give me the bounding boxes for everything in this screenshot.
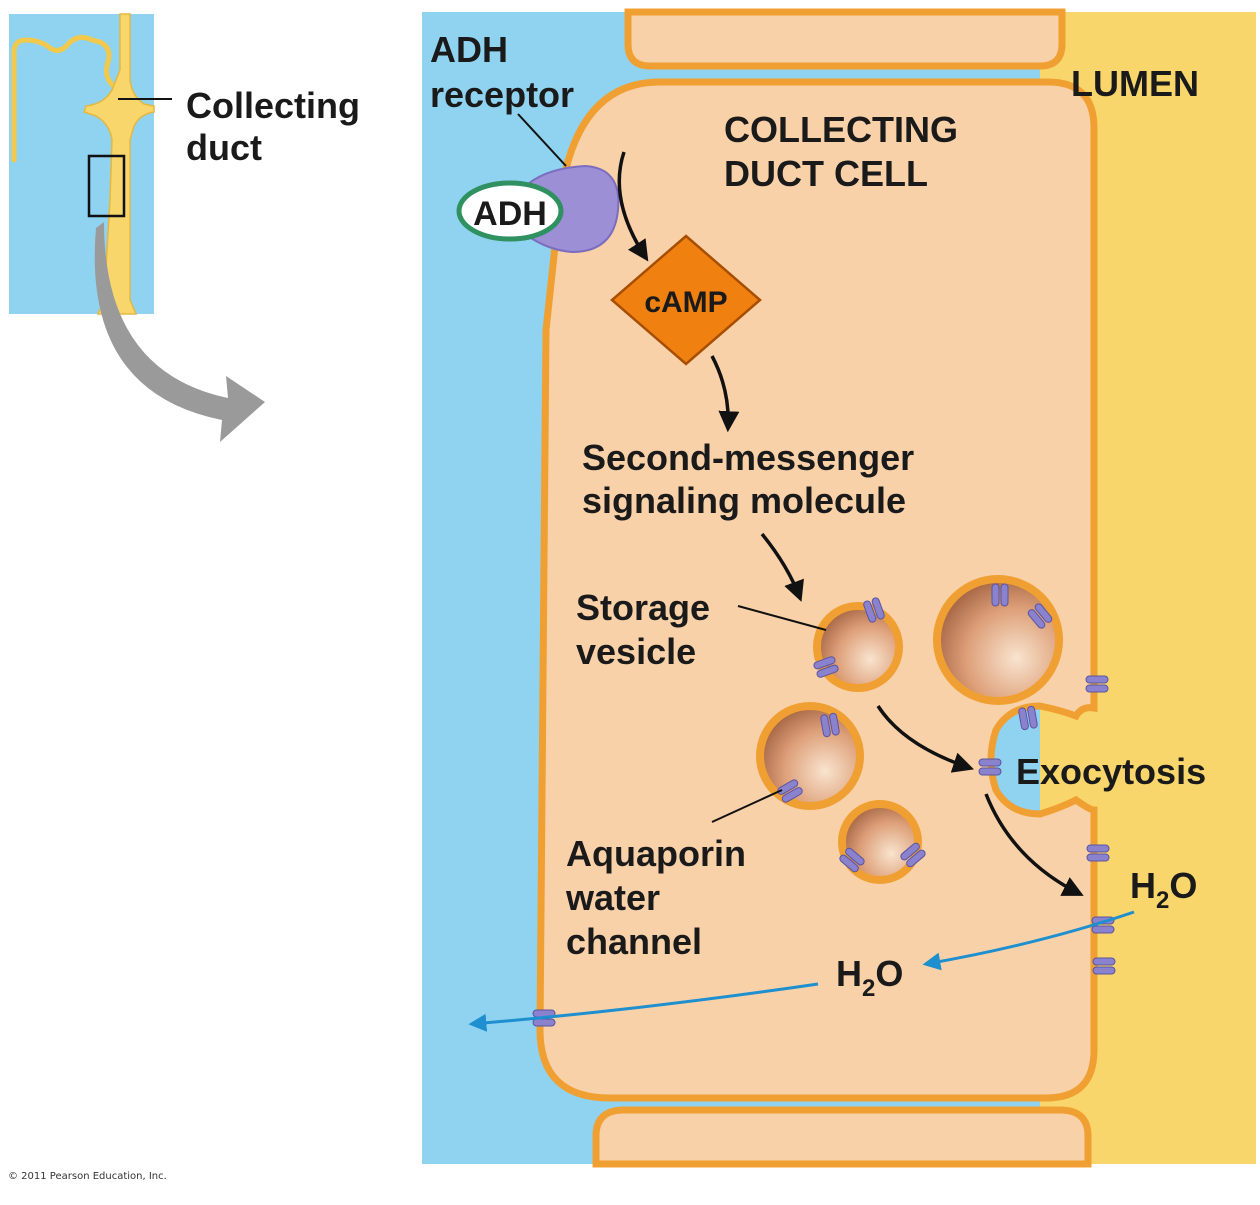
- copyright-notice: © 2011 Pearson Education, Inc.: [8, 1171, 167, 1182]
- adh-receptor-label-line1: ADH: [430, 29, 508, 70]
- aquaporin-label-line2: water: [565, 877, 660, 918]
- camp-to-messenger-arrow: [710, 355, 740, 433]
- camp-label: cAMP: [644, 286, 727, 319]
- second-messenger-label-line1: Second-messenger: [582, 437, 914, 478]
- inset-label-line2: duct: [186, 127, 262, 168]
- water-label-lumen: H2O: [1130, 865, 1197, 914]
- vesicle-to-exocytosis-arrow: [876, 705, 974, 773]
- storage-vesicle: [812, 596, 903, 692]
- exocytosis-to-membrane-arrow: [984, 793, 1084, 896]
- adh-molecule: [456, 180, 564, 242]
- messenger-to-vesicle-arrow: [760, 532, 804, 602]
- water-flow-arrow-out-of-cell: [468, 982, 819, 1032]
- aquaporin-label-line1: Aquaporin: [566, 833, 746, 874]
- camp-diamond: [610, 234, 762, 366]
- aquaporin-label-line3: channel: [566, 921, 702, 962]
- exocytosis-label: Exocytosis: [1016, 751, 1206, 792]
- cell-label-line1: COLLECTING: [724, 109, 958, 150]
- storage-vesicle-label-line2: vesicle: [576, 631, 696, 672]
- receptor-to-camp-arrow: [617, 151, 649, 262]
- adh-receptor-label-line2: receptor: [430, 74, 574, 115]
- aquaporin-leader-line: [711, 789, 783, 823]
- inset-zoom-box: [87, 154, 126, 218]
- adh-label: ADH: [473, 195, 547, 233]
- cell-label-line2: DUCT CELL: [724, 153, 928, 194]
- zoom-arrow: [94, 222, 266, 442]
- storage-vesicle: [756, 702, 864, 810]
- upper-neighbor-cell: [624, 8, 1066, 70]
- inset-panel: Collecting duct: [9, 13, 360, 442]
- inset-label-line1: Collecting: [186, 85, 360, 126]
- storage-vesicle-label-line1: Storage: [576, 587, 710, 628]
- lower-neighbor-cell: [592, 1106, 1092, 1168]
- storage-vesicle: [837, 800, 928, 884]
- water-label-cytoplasm: H2O: [836, 953, 903, 1002]
- storage-leader-line: [737, 605, 827, 631]
- second-messenger-label-line2: signaling molecule: [582, 480, 906, 521]
- receptor-leader-line: [517, 113, 567, 167]
- lumen-label: LUMEN: [1071, 63, 1199, 104]
- storage-vesicle: [933, 575, 1063, 705]
- main-panel: ADH cAMP ADH receptor COLLECTING DUCT CE…: [422, 8, 1256, 1168]
- water-flow-arrow-into-cell: [922, 910, 1135, 971]
